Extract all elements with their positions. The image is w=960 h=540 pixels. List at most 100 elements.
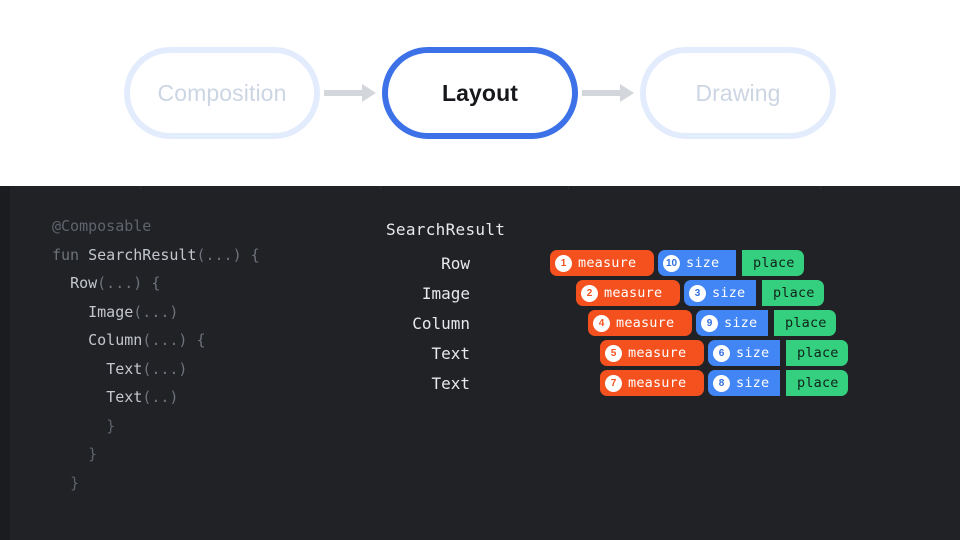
place-segment[interactable]: place [762,280,824,306]
tree-title: SearchResult [386,220,506,239]
size-segment[interactable]: 9 size [696,310,768,336]
node-label: Row [441,253,470,273]
code-token: Image [88,302,134,321]
tree-row: Row 1 measure 10 size place [386,248,850,278]
code-token: Column [88,331,143,349]
size-label: size [736,345,770,361]
left-gutter [0,186,10,540]
order-badge: 8 [713,374,730,392]
code-line: } [52,469,260,498]
size-label: size [724,315,758,331]
ghost-seam [568,186,569,189]
measure-chip[interactable]: 2 measure [576,280,680,306]
phase-pill-layout[interactable]: Layout [382,47,578,139]
place-segment[interactable]: place [786,370,848,396]
place-segment[interactable]: place [786,340,848,366]
order-badge: 5 [605,344,622,362]
badge-area: 1 measure 10 size place [482,248,806,278]
badge-area: 2 measure 3 size place [482,278,826,308]
code-token: } [70,473,80,492]
measure-label: measure [616,315,675,331]
phase-label: Composition [157,79,287,106]
measure-label: measure [578,255,637,271]
order-badge: 10 [663,254,680,272]
size-segment[interactable]: 8 size [708,370,780,396]
code-token: (..) [142,388,179,406]
order-badge: 1 [555,254,572,272]
code-token: } [88,445,98,463]
code-line: Text(..) [52,383,260,412]
code-line: @Composable [52,212,260,241]
size-segment[interactable]: 10 size [658,250,736,276]
node-label: Text [431,343,470,363]
measure-chip[interactable]: 5 measure [600,340,704,366]
code-token: (...) { [97,274,161,292]
arrow-head [620,84,634,102]
phase-label: Drawing [695,79,781,106]
place-label: place [797,345,839,361]
code-token: (...) [142,359,188,378]
ghost-seam [140,186,141,189]
order-badge: 2 [581,284,598,302]
arrow-head [362,84,376,102]
ghost-seam [380,186,381,189]
phase-diagram: Composition Layout Drawing [0,0,960,186]
arrow-right-icon [320,83,382,103]
place-label: place [753,255,795,271]
order-badge: 3 [689,284,706,302]
code-line: Row(...) { [52,269,260,298]
size-place-chip[interactable]: 9 size place [696,310,836,336]
code-line: Image(...) [52,298,260,327]
code-token: Text [106,359,143,378]
code-line: } [52,440,260,469]
size-place-chip[interactable]: 3 size place [684,280,824,306]
code-token: Text [106,388,143,406]
measure-label: measure [604,285,663,301]
phase-pill-composition[interactable]: Composition [124,47,320,139]
code-token: (...) { [196,245,260,264]
node-label: Image [421,283,470,303]
code-token: fun [52,245,89,264]
measure-label: measure [628,345,687,361]
size-place-chip[interactable]: 8 size place [708,370,848,396]
code-token: @Composable [52,217,152,235]
place-label: place [785,315,827,331]
code-token: Row [70,274,98,292]
arrow-shaft [324,90,364,96]
code-token: SearchResult [88,245,197,264]
size-place-chip[interactable]: 10 size place [658,250,804,276]
order-badge: 9 [701,314,718,332]
code-token: (...) [133,302,179,321]
place-segment[interactable]: place [742,250,804,276]
code-line: fun SearchResult(...) { [52,241,260,270]
measure-label: measure [628,375,687,391]
code-line: Column(...) { [52,326,260,355]
phase-label: Layout [442,79,518,106]
size-label: size [736,375,770,391]
size-label: size [712,285,746,301]
tree-row: Image 2 measure 3 size place [386,278,850,308]
code-token: } [106,416,116,435]
place-segment[interactable]: place [774,310,836,336]
phase-pill-drawing[interactable]: Drawing [640,47,836,139]
arrow-right-icon [578,83,640,103]
size-label: size [686,255,720,271]
arrow-shaft [582,90,622,96]
code-line: Text(...) [52,355,260,384]
measure-chip[interactable]: 1 measure [550,250,654,276]
size-segment[interactable]: 3 size [684,280,756,306]
place-label: place [797,375,839,391]
